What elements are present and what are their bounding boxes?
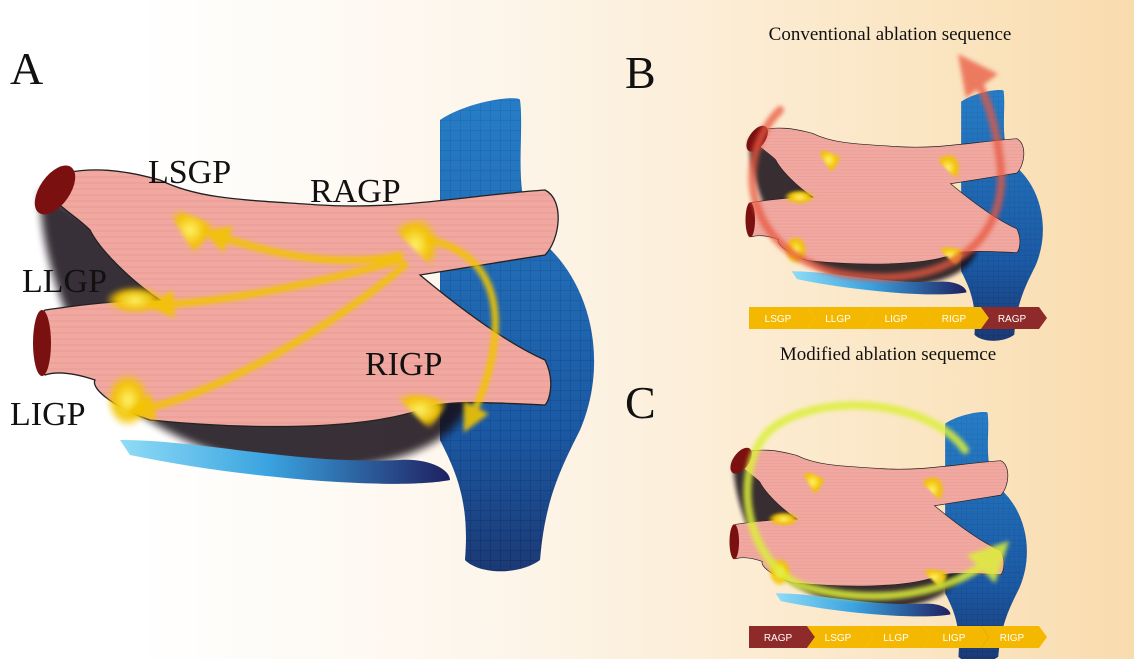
seq-c-label-3: LLGP	[883, 633, 909, 644]
seq-c-label-4: LIGP	[943, 633, 966, 644]
panel-c-title: Modified ablation sequemce	[780, 344, 996, 365]
seq-c-label-1: RAGP	[764, 633, 793, 644]
seq-b-label-5: RAGP	[998, 314, 1027, 325]
conventional-sequence-bar: LSGP LLGP LIGP RIGP RAGP	[749, 307, 1047, 329]
label-lsgp: LSGP	[148, 154, 231, 191]
panel-b: B Conventional ablation sequence LSGP LL…	[625, 24, 1047, 341]
label-llgp: LLGP	[22, 263, 107, 300]
seq-b-label-1: LSGP	[765, 314, 792, 325]
gp-marker-ligp	[106, 372, 150, 428]
seq-b-label-3: LIGP	[885, 314, 908, 325]
panel-b-title: Conventional ablation sequence	[769, 24, 1012, 45]
panel-a-letter: A	[10, 43, 43, 94]
panel-a: A LSGP RAGP LLGP RIGP LIGP	[10, 43, 594, 571]
seq-c-label-5: RIGP	[1000, 633, 1025, 644]
modified-sequence-bar: RAGP LSGP LLGP LIGP RIGP	[749, 626, 1047, 648]
label-rigp: RIGP	[365, 346, 442, 383]
heart-model-c	[726, 412, 1027, 659]
seq-b-label-4: RIGP	[942, 314, 967, 325]
label-ragp: RAGP	[310, 173, 401, 210]
panel-c: C Modified ablation sequemce RAGP LSGP L…	[625, 344, 1047, 659]
seq-c-label-2: LSGP	[825, 633, 852, 644]
label-ligp: LIGP	[10, 396, 86, 433]
panel-b-letter: B	[625, 47, 656, 98]
panel-c-letter: C	[625, 377, 656, 428]
gp-marker-llgp	[105, 286, 165, 314]
seq-b-label-2: LLGP	[825, 314, 851, 325]
